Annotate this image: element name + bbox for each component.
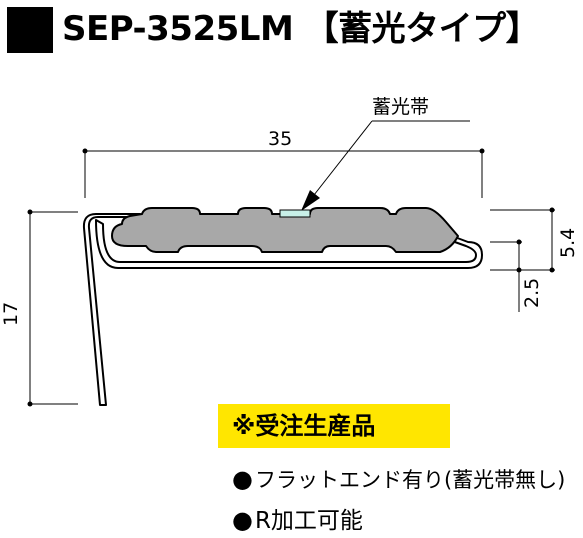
dim-dot-icon — [549, 207, 555, 213]
dim-dot-icon — [549, 267, 555, 273]
note-text: フラットエンド有り(蓄光帯無し) — [254, 468, 566, 492]
note-flat-end: ●フラットエンド有り(蓄光帯無し) — [232, 465, 565, 494]
callout-leader — [313, 120, 373, 196]
callout-arrow-icon — [301, 190, 320, 211]
insert-body — [111, 207, 459, 253]
dim-dot-icon — [516, 267, 522, 273]
dim-dot-icon — [516, 239, 522, 245]
model-number: SEP-3525LM — [62, 9, 294, 49]
bullet-icon: ● — [232, 506, 253, 534]
dim-right-upper-label: 5.4 — [557, 228, 579, 258]
variant-label: 【蓄光タイプ】 — [304, 9, 540, 49]
luminous-strip — [279, 209, 311, 218]
bullet-icon: ● — [232, 465, 253, 493]
note-text: R加工可能 — [254, 508, 363, 534]
dim-right-lower-label: 2.5 — [521, 278, 543, 308]
dim-width-label: 35 — [268, 128, 292, 150]
dim-height-label: 17 — [0, 302, 22, 326]
note-r-processing: ●R加工可能 — [232, 506, 363, 535]
title-square-icon — [7, 7, 53, 53]
callout-label: 蓄光帯 — [372, 96, 429, 118]
made-to-order-badge: ※受注生産品 — [218, 404, 450, 448]
page-title: SEP-3525LM 【蓄光タイプ】 — [62, 2, 540, 56]
